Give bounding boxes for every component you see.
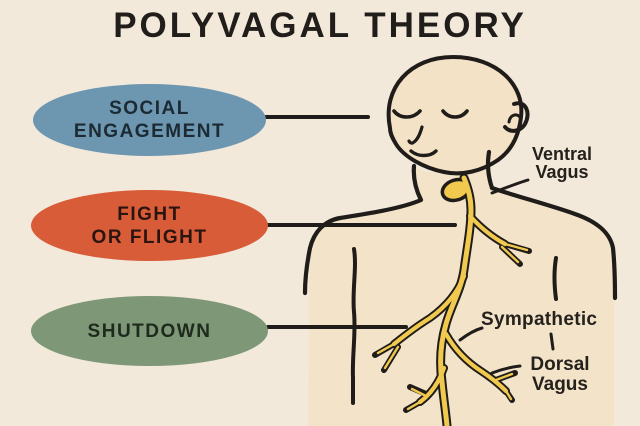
ventral-vagus-label-line1: Ventral	[531, 144, 593, 164]
ventral-vagus-label: Ventral Vagus	[506, 145, 618, 181]
ear-outline	[503, 101, 530, 133]
right-armpit-line	[552, 256, 558, 301]
dorsal-vagus-label: Dorsal Vagus	[510, 355, 610, 395]
right-eye-icon	[441, 109, 469, 119]
page-title: POLYVAGAL THEORY	[113, 6, 527, 45]
head-outline	[386, 55, 524, 176]
left-neck-shoulder-arm-line	[302, 163, 424, 296]
dorsal-vagus-pointer-line	[490, 364, 522, 375]
ear-inner-line	[507, 113, 522, 124]
dorsal-vagus-label-line1: Dorsal	[530, 354, 590, 375]
social-engagement-label-line2: ENGAGEMENT	[73, 121, 226, 142]
right-neck-line	[485, 149, 495, 191]
sympathetic-label: Sympathetic	[481, 309, 631, 330]
social-engagement-label-line1: SOCIAL	[109, 98, 190, 119]
left-torso-line	[350, 247, 357, 405]
fight-or-flight-label-line2: OR FLIGHT	[91, 226, 208, 248]
sympathetic-label-line1: Sympathetic	[481, 309, 598, 330]
fight-or-flight-label-line1: FIGHT	[117, 203, 182, 225]
fight-or-flight-oval: FIGHT OR FLIGHT	[31, 190, 268, 261]
social-engagement-oval: SOCIAL ENGAGEMENT	[33, 84, 266, 156]
sympathetic-pointer-line	[458, 326, 484, 342]
nose-line	[407, 125, 424, 145]
ventral-vagus-pointer-line	[490, 178, 530, 195]
ventral-vagus-label-line2: Vagus	[535, 162, 589, 182]
shutdown-oval: SHUTDOWN	[31, 296, 268, 366]
dorsal-vagus-label-line2: Vagus	[532, 374, 588, 395]
mouth-line	[409, 149, 438, 158]
sympathetic-tick-line	[549, 332, 555, 351]
vagus-nerve-yellow	[376, 175, 529, 426]
left-eye-icon	[392, 109, 422, 119]
shutdown-label-line1: SHUTDOWN	[87, 320, 212, 342]
right-shoulder-arm-line	[489, 185, 618, 301]
